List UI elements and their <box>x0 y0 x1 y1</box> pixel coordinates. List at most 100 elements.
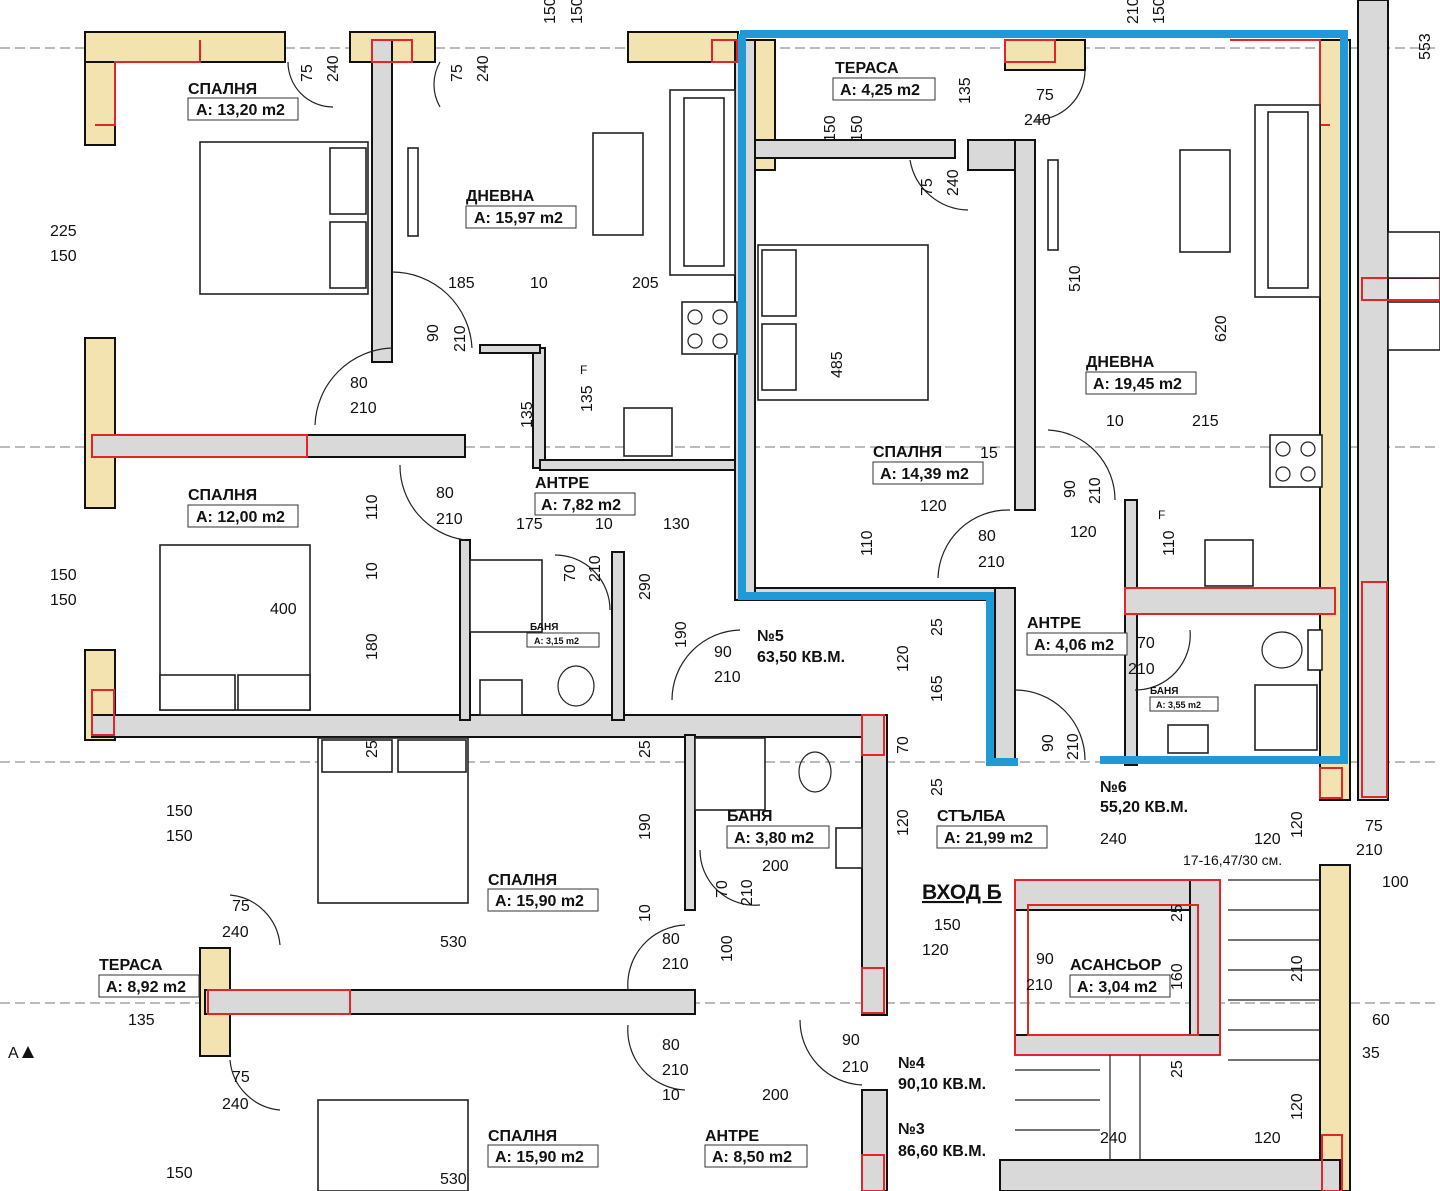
dimension-label: 240 <box>325 55 342 82</box>
stairs-note: 17-16,47/30 см. <box>1183 852 1282 868</box>
dimension-label: 240 <box>945 169 962 196</box>
dimension-label: 240 <box>1100 831 1127 848</box>
dimension-label: 185 <box>448 275 475 292</box>
dimension-label: 210 <box>1026 977 1053 994</box>
dimensions: 225 150 185 10 205 80 210 80 210 175 10 … <box>50 87 1409 1188</box>
dimension-label: 120 <box>922 942 949 959</box>
room-area-hall3: А: 8,50 m2 <box>712 1149 792 1166</box>
room-area-hall2: А: 4,06 m2 <box>1034 637 1114 654</box>
dimension-label: 10 <box>637 904 654 922</box>
dimension-label: 90 <box>842 1032 860 1049</box>
dimension-label: 150 <box>1151 0 1168 24</box>
dimension-label: 225 <box>50 223 77 240</box>
dimension-label: 150 <box>542 0 559 24</box>
room-name-terrace1: ТЕРАСА <box>835 60 899 77</box>
apartment-area-4: 90,10 КВ.М. <box>898 1076 986 1093</box>
dimension-label: 70 <box>562 564 579 582</box>
room-name-bed3: СПАЛНЯ <box>873 444 942 461</box>
dimension-label: 210 <box>452 325 469 352</box>
room-name-stair: СТЪЛБА <box>937 808 1006 825</box>
dimension-label: 240 <box>222 1096 249 1113</box>
dimension-label: 35 <box>1362 1045 1380 1062</box>
dimension-label: 10 <box>662 1087 680 1104</box>
dimension-label: 110 <box>364 494 381 520</box>
apartment-area-3: 86,60 КВ.М. <box>898 1143 986 1160</box>
dimension-label: 10 <box>530 275 548 292</box>
dimension-label: 80 <box>662 931 680 948</box>
dimension-label: 510 <box>1067 265 1084 292</box>
apartment-number-6: №6 <box>1100 779 1127 796</box>
label-boxes <box>98 77 1219 1168</box>
dimension-label: 210 <box>1356 842 1383 859</box>
dimension-label: 240 <box>475 55 492 82</box>
dimension-label: 150 <box>166 1165 193 1182</box>
dimension-label: 180 <box>364 633 381 660</box>
room-name-hall1: АНТРЕ <box>535 475 590 492</box>
dimension-label: 90 <box>714 644 732 661</box>
dimension-label: 150 <box>166 828 193 845</box>
room-name-bath1: БАНЯ <box>530 622 558 633</box>
dimension-label: 100 <box>719 935 736 962</box>
room-area-bed5: А: 15,90 m2 <box>495 1149 584 1166</box>
dimension-label: 75 <box>449 64 466 82</box>
dimension-label: 200 <box>762 858 789 875</box>
dimension-label: 75 <box>299 64 316 82</box>
dimension-label: 120 <box>1289 811 1306 838</box>
dimension-label: 210 <box>1065 733 1082 760</box>
dimension-label: 90 <box>1036 951 1054 968</box>
dimension-label: 553 <box>1417 33 1434 60</box>
room-name-hall3: АНТРЕ <box>705 1128 760 1145</box>
room-name-bed2: СПАЛНЯ <box>188 487 257 504</box>
dimension-label: 150 <box>849 115 866 142</box>
room-area-bed1: А: 13,20 m2 <box>196 102 285 119</box>
dimension-label: 190 <box>673 621 690 648</box>
dimension-label: 135 <box>128 1012 155 1029</box>
dimension-label: 150 <box>166 803 193 820</box>
dimension-label: 120 <box>920 498 947 515</box>
dimension-label: 90 <box>1040 734 1057 752</box>
dimension-label: 75 <box>919 178 936 196</box>
dimension-label: 210 <box>662 1062 689 1079</box>
room-name-lift: АСАНСЬОР <box>1070 957 1162 974</box>
dimension-label: 150 <box>50 592 77 609</box>
room-name-bed5: СПАЛНЯ <box>488 1128 557 1145</box>
dimension-label: 25 <box>364 740 381 758</box>
apartment-number-5: №5 <box>757 628 784 645</box>
dimension-label: 210 <box>1087 477 1104 504</box>
apartment-number-3: №3 <box>898 1121 925 1138</box>
dimension-label: 90 <box>1062 480 1079 498</box>
room-area-bath1: А: 3,15 m2 <box>534 636 579 646</box>
dimension-label: 135 <box>579 385 596 412</box>
dimension-label: 205 <box>632 275 659 292</box>
room-area-terrace2: А: 8,92 m2 <box>106 979 186 996</box>
dimension-label: 10 <box>1106 413 1124 430</box>
dimension-label: 25 <box>1169 904 1186 922</box>
room-area-bed2: А: 12,00 m2 <box>196 509 285 526</box>
dimension-label: 210 <box>350 400 377 417</box>
apartment-number-4: №4 <box>898 1055 925 1072</box>
dimension-label: 100 <box>1382 874 1409 891</box>
dimension-label: 135 <box>519 401 536 428</box>
section-marker-arrow-icon <box>22 1046 34 1058</box>
dimension-label: 210 <box>1125 0 1142 24</box>
dimension-label: 25 <box>1169 1060 1186 1078</box>
room-area-living2: А: 19,45 m2 <box>1093 376 1182 393</box>
room-area-stair: А: 21,99 m2 <box>944 830 1033 847</box>
entrance-label: ВХОД Б <box>922 881 1002 904</box>
dimension-label: 150 <box>934 917 961 934</box>
room-name-living1: ДНЕВНА <box>466 188 535 205</box>
dimension-label: 120 <box>1254 831 1281 848</box>
dimensions-vertical: 150 150 210 150 553 75 240 75 240 135 15… <box>299 0 1434 1120</box>
dimension-label: 75 <box>1365 818 1383 835</box>
dimension-label: 210 <box>1289 955 1306 982</box>
dimension-label: 80 <box>350 375 368 392</box>
dimension-label: 75 <box>232 1069 250 1086</box>
room-name-hall2: АНТРЕ <box>1027 615 1082 632</box>
room-area-bed4: А: 15,90 m2 <box>495 893 584 910</box>
room-area-terrace1: А: 4,25 m2 <box>840 82 920 99</box>
room-name-bath2: БАНЯ <box>1150 686 1178 697</box>
dimension-label: 210 <box>739 879 756 906</box>
room-area-lift: А: 3,04 m2 <box>1077 979 1157 996</box>
dimension-label: 60 <box>1372 1012 1390 1029</box>
dimension-label: 160 <box>1169 963 1186 990</box>
